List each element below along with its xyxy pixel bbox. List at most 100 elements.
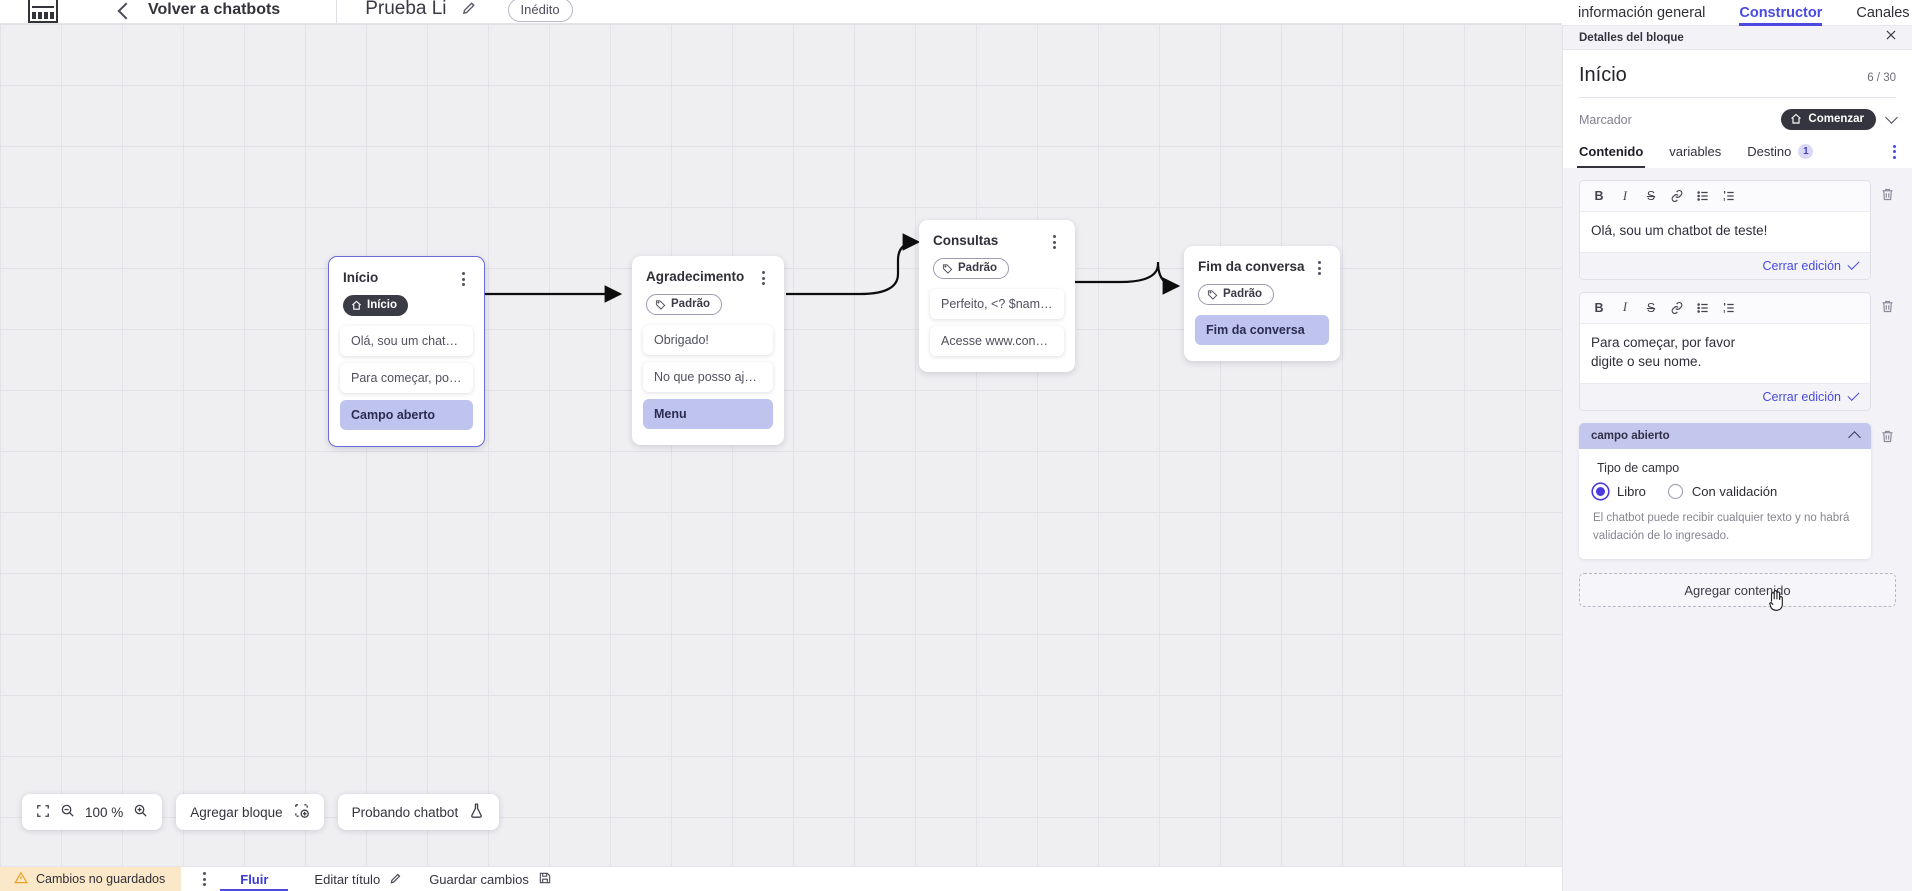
flow-node-consultas[interactable]: Consultas Padrão Perfeito, <? $name ?>! … — [919, 220, 1075, 372]
node-message[interactable]: Perfeito, <? $name ?>! — [930, 289, 1064, 319]
node-start-badge-label: Início — [367, 299, 398, 311]
close-edit-label[interactable]: Cerrar edición — [1762, 258, 1841, 273]
node-title: Fim da conversa — [1198, 259, 1305, 274]
unsaved-changes-label: Cambios no guardados — [36, 872, 166, 886]
node-message[interactable]: Obrigado! — [643, 325, 773, 355]
editor-text[interactable]: Olá, sou um chatbot de teste! — [1591, 223, 1768, 238]
flow-node-fim-da-conversa[interactable]: Fim da conversa Padrão Fim da conversa — [1184, 246, 1340, 361]
app-logo[interactable] — [28, 0, 58, 23]
node-message[interactable]: Acesse www.consultas.com par... — [930, 326, 1064, 356]
chevron-up-icon[interactable] — [1848, 430, 1861, 444]
strikethrough-icon[interactable]: S — [1646, 189, 1656, 203]
panel-tab-contenido[interactable]: Contenido — [1576, 144, 1646, 168]
panel-body: Início 6 / 30 Marcador Comenzar Contenid… — [1563, 50, 1912, 168]
node-tag-wrap: Padrão — [1184, 275, 1340, 315]
numbered-list-icon[interactable] — [1716, 298, 1742, 318]
add-block-button[interactable]: Agregar bloque — [176, 794, 324, 830]
bullet-list-icon[interactable] — [1690, 186, 1716, 206]
home-icon — [352, 300, 361, 310]
rich-text-editor[interactable]: B I S — [1579, 291, 1871, 411]
node-default-badge-label: Padrão — [958, 262, 997, 274]
marcador-start-chip[interactable]: Comenzar — [1781, 109, 1876, 130]
field-type-label: Tipo de campo — [1597, 460, 1680, 475]
radio-option-libro[interactable]: Libro — [1593, 483, 1646, 499]
back-to-chatbots-link[interactable]: Volver a chatbots — [148, 0, 281, 18]
radio-option-con-validacion[interactable]: Con validación — [1667, 483, 1778, 499]
rich-text-editor[interactable]: B I S — [1579, 180, 1871, 280]
marcador-start-chip-label: Comenzar — [1808, 113, 1864, 125]
node-title: Agradecimento — [646, 269, 745, 284]
field-header[interactable]: campo abierto — [1579, 422, 1871, 449]
test-chatbot-button[interactable]: Probando chatbot — [337, 794, 500, 830]
edit-title-pencil-icon[interactable] — [461, 0, 478, 21]
node-kebab-icon[interactable] — [1312, 259, 1326, 275]
node-start-badge: Início — [343, 295, 409, 316]
flow-canvas[interactable]: Início Início Olá, sou um chatbot de tes… — [0, 24, 1562, 866]
warning-triangle-icon — [14, 871, 28, 888]
panel-tab-destino-label: Destino — [1747, 144, 1792, 159]
content-block: B I S — [1579, 180, 1896, 280]
zoom-in-icon[interactable] — [133, 803, 148, 821]
bold-icon[interactable]: B — [1594, 300, 1604, 315]
close-icon[interactable] — [1884, 28, 1898, 47]
statusbar-tab-fluir[interactable]: Fluir — [220, 867, 289, 891]
header-divider — [336, 0, 338, 25]
editor-toolbar: B I S — [1580, 292, 1870, 324]
numbered-list-icon[interactable] — [1716, 186, 1742, 206]
editor-footer: Cerrar edición — [1580, 251, 1870, 279]
node-tag-wrap: Padrão — [632, 285, 784, 325]
flow-node-inicio[interactable]: Início Início Olá, sou um chatbot de tes… — [328, 256, 485, 447]
link-icon[interactable] — [1664, 186, 1690, 206]
add-content-button[interactable]: Agregar contenido — [1579, 573, 1896, 612]
panel-scroll-area[interactable]: B I S — [1563, 168, 1912, 891]
flow-node-agradecimento[interactable]: Agradecimento Padrão Obrigado! No que po… — [632, 256, 784, 445]
radio-dot-selected[interactable] — [1593, 483, 1608, 499]
home-icon — [1791, 113, 1802, 124]
trash-icon[interactable] — [1880, 180, 1896, 207]
check-icon[interactable] — [1847, 388, 1860, 401]
statusbar-edit-title-button[interactable]: Editar título — [314, 867, 403, 891]
strikethrough-icon[interactable]: S — [1646, 300, 1656, 315]
back-chevron-icon[interactable] — [117, 2, 135, 19]
panel-tab-destino[interactable]: Destino 1 — [1747, 144, 1814, 168]
bullet-list-icon[interactable] — [1690, 298, 1716, 318]
editor-text[interactable]: Para começar, por favor digite o seu nom… — [1591, 334, 1736, 370]
link-icon[interactable] — [1664, 298, 1690, 318]
tag-icon — [1207, 289, 1218, 300]
italic-icon[interactable]: I — [1622, 300, 1628, 315]
field-body: Tipo de campo Libro Con validación El ch… — [1579, 448, 1871, 560]
bottom-status-bar: Cambios no guardados Fluir Editar título… — [0, 866, 1562, 891]
zoom-controls-group: 100 % — [22, 794, 163, 830]
statusbar-save-changes-button[interactable]: Guardar cambios — [429, 867, 552, 891]
check-icon[interactable] — [1847, 257, 1860, 270]
top-header-bar: Volver a chatbots Prueba Li Inédito — [0, 0, 1562, 25]
node-message[interactable]: Para começar, por favor digite o ... — [340, 363, 473, 393]
node-header: Fim da conversa — [1184, 246, 1340, 275]
trash-icon[interactable] — [1880, 292, 1896, 319]
panel-tab-variables[interactable]: variables — [1669, 144, 1721, 168]
statusbar-kebab-icon[interactable] — [203, 872, 207, 886]
node-message-selected[interactable]: Fim da conversa — [1195, 315, 1329, 345]
add-content-label: Agregar contenido — [1684, 582, 1791, 598]
node-kebab-icon[interactable] — [756, 269, 770, 285]
radio-option-con-validacion-label: Con validación — [1691, 483, 1778, 499]
bold-icon[interactable]: B — [1594, 189, 1604, 203]
trash-icon[interactable] — [1880, 423, 1896, 449]
panel-tabs-kebab-icon[interactable] — [1893, 144, 1896, 168]
node-message[interactable]: Olá, sou um chatbot de teste! — [340, 326, 473, 356]
node-message[interactable]: No que posso ajudar, <? $name ... — [643, 362, 773, 392]
chevron-down-icon[interactable] — [1885, 111, 1898, 124]
fit-screen-icon[interactable] — [36, 804, 50, 821]
node-message-selected[interactable]: Campo aberto — [340, 400, 473, 430]
zoom-out-icon[interactable] — [60, 803, 75, 821]
tab-canales[interactable]: Canales — [1856, 4, 1910, 21]
tab-constructor[interactable]: Constructor — [1739, 0, 1822, 26]
node-message-selected[interactable]: Menu — [643, 399, 773, 429]
close-edit-label[interactable]: Cerrar edición — [1762, 389, 1841, 404]
node-kebab-icon[interactable] — [456, 270, 470, 286]
node-kebab-icon[interactable] — [1047, 233, 1061, 249]
test-chatbot-label: Probando chatbot — [351, 804, 459, 820]
radio-dot[interactable] — [1667, 483, 1683, 499]
tab-informacion-general[interactable]: información general — [1578, 4, 1706, 21]
italic-icon[interactable]: I — [1622, 188, 1628, 203]
